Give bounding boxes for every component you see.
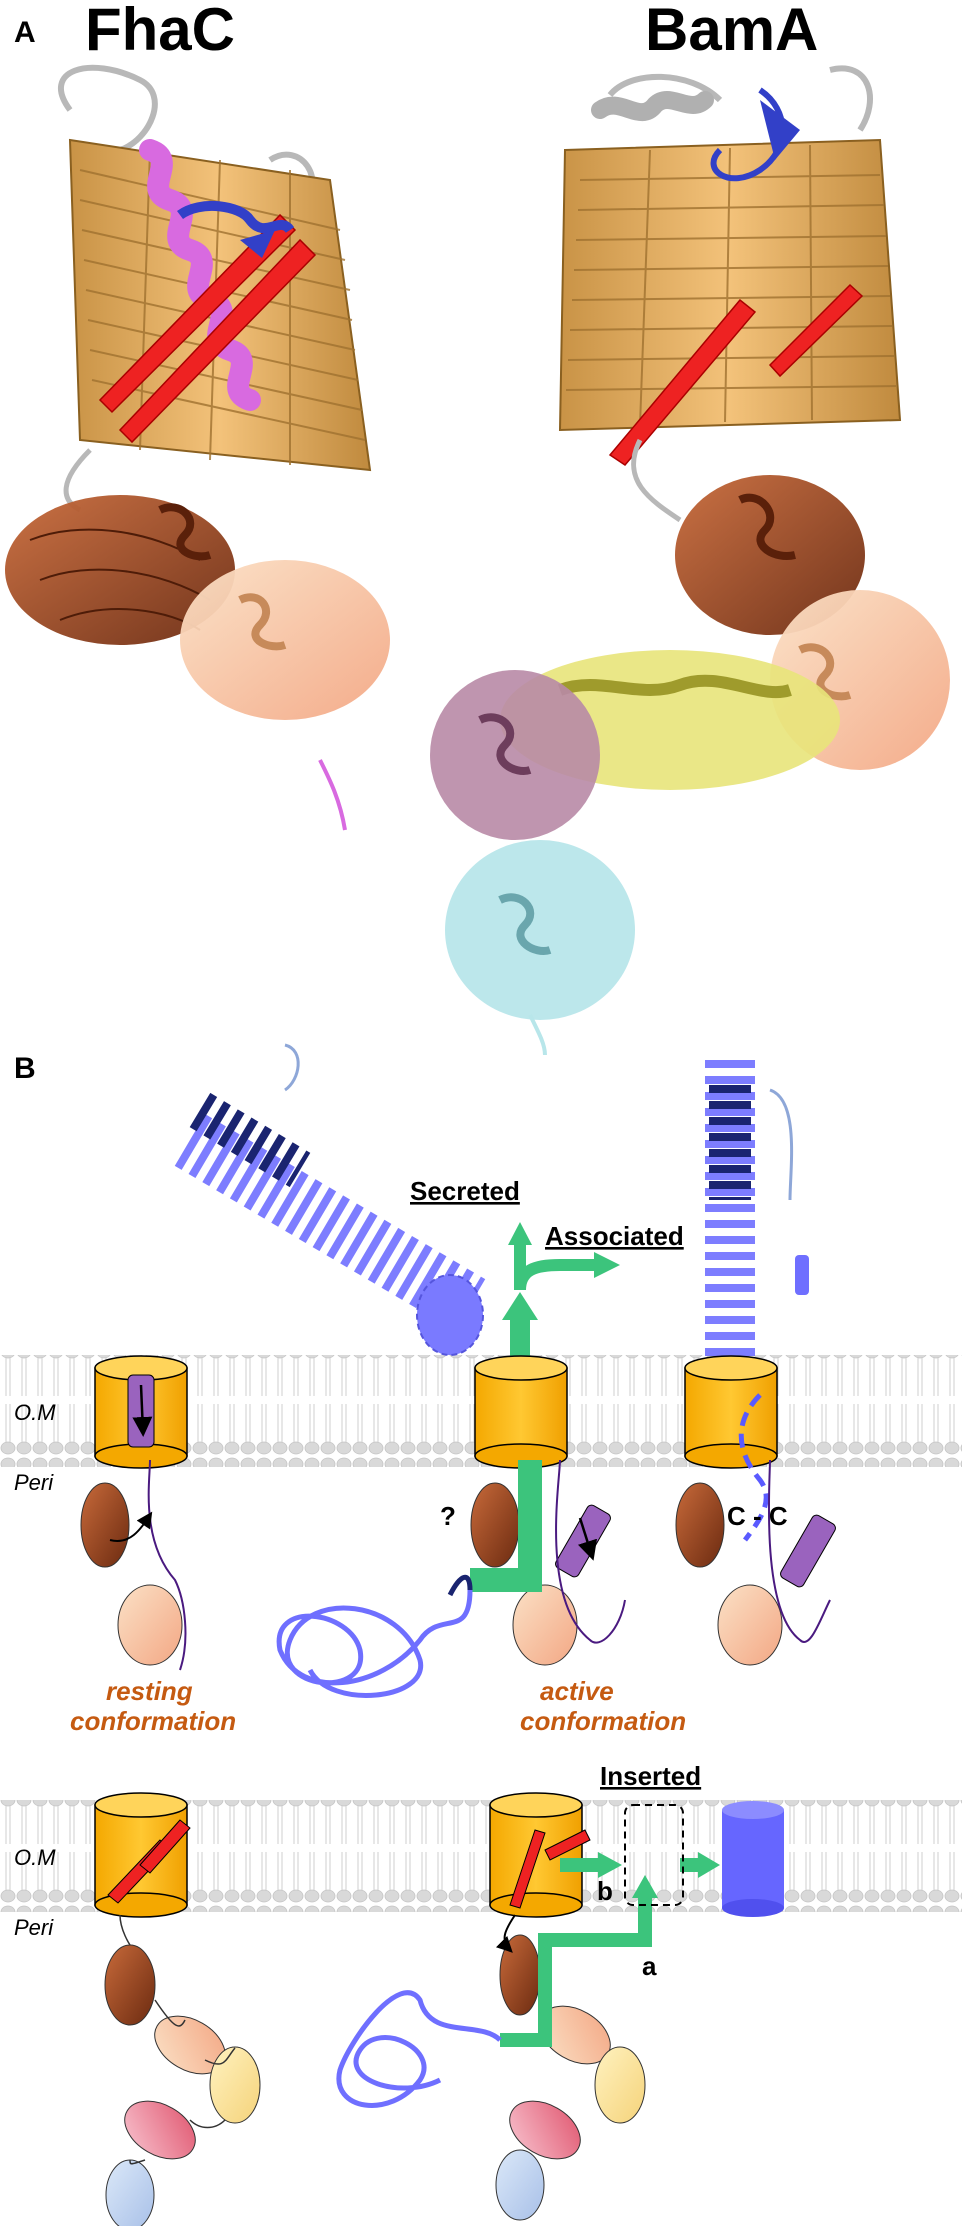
active-barrel-bottom	[489, 1792, 591, 1918]
fhac-potra1	[5, 495, 235, 645]
resting-potra-top	[80, 1459, 187, 1671]
resting-potra-chain	[104, 1914, 261, 2226]
bama-potra2	[430, 670, 600, 840]
resting-barrel-bottom	[94, 1792, 191, 1918]
bama-title: BamA	[645, 0, 818, 63]
active-line-2: conformation	[520, 1706, 686, 1736]
fhac-potra2	[180, 560, 390, 831]
path-b-label: b	[597, 1876, 613, 1906]
resting-barrel-top	[94, 1355, 188, 1469]
fhac-l6-loop	[177, 200, 295, 234]
question-mark: ?	[440, 1501, 456, 1531]
insertion-paths	[500, 1852, 720, 2047]
fhac-title: FhaC	[85, 0, 235, 63]
resting-line-2: conformation	[70, 1706, 236, 1736]
panel-b-label: B	[14, 1052, 36, 1085]
path-a-label: a	[642, 1951, 657, 1981]
fhac-structure	[5, 64, 390, 831]
insertion-site-box	[624, 1804, 684, 1906]
unfolded-substrate-bottom	[336, 1990, 502, 2108]
fhac-red-strand-1	[118, 238, 317, 444]
secreted-beta-helix	[174, 1043, 486, 1356]
secretion-path-arrow	[502, 1222, 620, 1360]
associated-label: Associated	[545, 1221, 684, 1251]
bama-structure	[430, 65, 950, 1056]
fhac-h1-helix	[139, 139, 261, 411]
cc-label: C - C	[727, 1501, 788, 1531]
active-potra-chain	[495, 1914, 646, 2221]
associated-beta-helix	[705, 1060, 809, 1390]
secreted-label: Secreted	[410, 1176, 520, 1206]
bama-potra5	[675, 475, 865, 635]
associated-potra-top	[675, 1459, 836, 1666]
om-label-top: O.M	[14, 1400, 56, 1425]
peri-label-bottom: Peri	[14, 1915, 54, 1940]
peri-label-top: Peri	[14, 1470, 54, 1495]
bama-lid-helix	[591, 91, 714, 122]
panel-a-label: A	[14, 16, 36, 49]
unfolded-substrate-top	[276, 1575, 473, 1698]
bama-red-strand-2	[768, 283, 864, 378]
substrate-entry-arrow-top	[470, 1460, 542, 1592]
bama-red-strand-1	[608, 298, 757, 466]
inserted-label: Inserted	[600, 1761, 701, 1791]
om-label-bottom: O.M	[14, 1845, 56, 1870]
active-line-1: active	[540, 1676, 614, 1706]
bama-barrel	[558, 138, 902, 432]
resting-line-1: resting	[106, 1676, 193, 1706]
bama-potra1	[445, 840, 635, 1056]
inserted-omp-barrel	[722, 1801, 784, 1917]
active-barrel-top	[474, 1355, 568, 1469]
active-potra-top	[470, 1459, 626, 1666]
associated-barrel-top	[684, 1355, 778, 1542]
bama-blue-loop	[710, 87, 786, 182]
